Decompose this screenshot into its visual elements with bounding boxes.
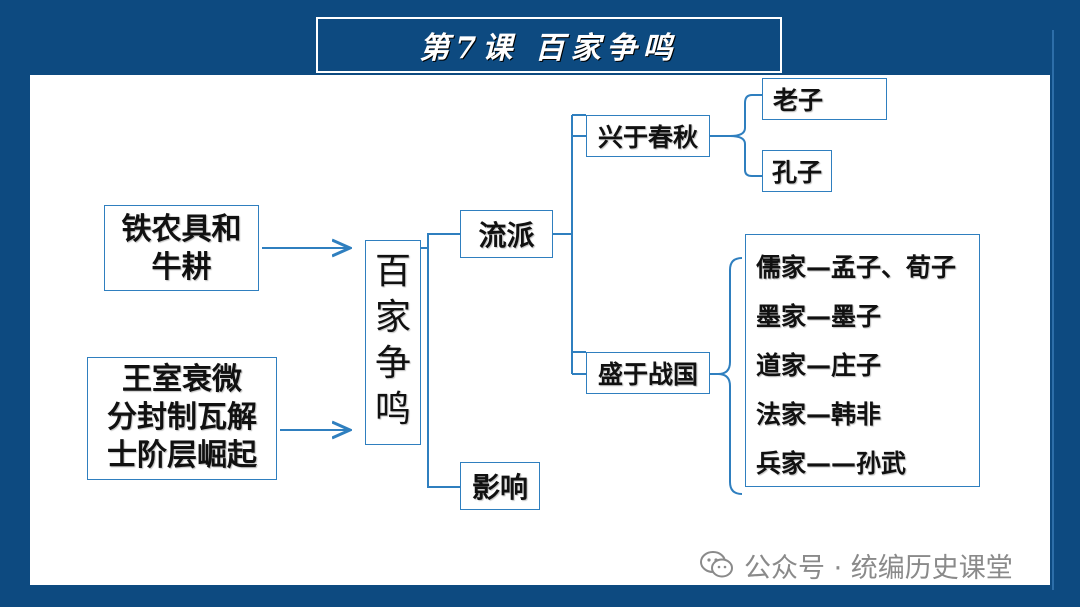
center-char-1: 百 — [374, 251, 411, 292]
schools-list-box: 儒家—孟子、荀子 墨家—墨子 道家—庄子 法家—韩非 兵家——孙武 — [745, 234, 980, 487]
sheng-zhanguo-box: 盛于战国 — [586, 352, 710, 394]
cause-iron-tools-box: 铁农具和 牛耕 — [104, 205, 259, 291]
branch-yingxiang-box: 影响 — [460, 462, 540, 510]
cause-social-change-box: 王室衰微 分封制瓦解 士阶层崛起 — [87, 357, 277, 480]
center-bracket — [421, 233, 460, 488]
xing-brace — [710, 94, 762, 177]
watermark: 公众号 · 统编历史课堂 — [700, 545, 1013, 585]
center-char-4: 鸣 — [374, 389, 411, 430]
school-item: 兵家——孙武 — [756, 449, 907, 478]
center-char-2: 家 — [374, 297, 411, 338]
cause1-line2: 牛耕 — [151, 250, 212, 285]
right-edge-line — [1052, 30, 1054, 590]
center-char-3: 争 — [374, 343, 411, 384]
sheng-brace — [710, 257, 743, 495]
school-item: 墨家—墨子 — [756, 302, 882, 331]
liupai-bracket — [553, 114, 586, 375]
lesson-title: 第7课 百家争鸣 — [316, 17, 782, 73]
school-item: 道家—庄子 — [756, 351, 882, 380]
cause2-line2: 分封制瓦解 — [107, 400, 257, 435]
school-item: 法家—韩非 — [756, 400, 882, 429]
branch-liupai-box: 流派 — [460, 210, 553, 258]
xing-chunqiu-box: 兴于春秋 — [586, 115, 710, 157]
cause2-line1: 王室衰微 — [122, 362, 242, 397]
cause1-line1: 铁农具和 — [121, 212, 242, 247]
school-item: 儒家—孟子、荀子 — [756, 253, 957, 282]
center-topic-box: 百 家 争 鸣 — [365, 240, 421, 445]
watermark-text: 公众号 · 统编历史课堂 — [744, 552, 1013, 584]
cause2-line3: 士阶层崛起 — [107, 438, 257, 473]
laozi-box: 老子 — [762, 78, 887, 120]
kongzi-box: 孔子 — [762, 150, 832, 192]
wechat-icon — [700, 551, 734, 579]
